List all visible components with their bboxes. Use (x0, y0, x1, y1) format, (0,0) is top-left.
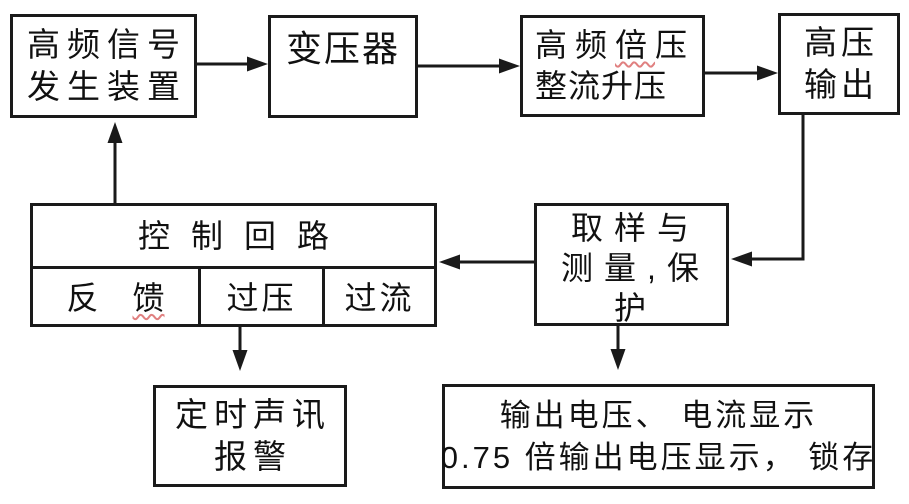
feedback-misspell: 馈 (132, 279, 165, 316)
hv-output-line1: 高压 (804, 23, 878, 61)
box-transformer: 变压器 (268, 15, 418, 118)
sampling-line2: 测量,保 (561, 250, 710, 286)
sampling-line1: 取样与 (570, 210, 700, 246)
alarm-line2: 报警 (214, 438, 292, 475)
hv-output-line2: 输出 (804, 66, 878, 103)
arrow-overvoltage-to-alarm (232, 327, 248, 371)
cell-overvoltage: 过压 (198, 269, 325, 327)
arrow-sampling-to-control (439, 254, 534, 270)
box-sampling-measurement-protection: 取样与 测量,保 护 (534, 203, 729, 326)
doubler-line1-pre: 高频 (535, 27, 616, 64)
doubler-line1-misspell: 倍 (615, 27, 656, 64)
doubler-line2: 整流升压 (535, 68, 668, 104)
arrow-signal-to-transformer (197, 56, 268, 72)
control-loop-cells: 反 馈 过压 过流 (33, 266, 434, 327)
hf-signal-line2: 发生装置 (27, 68, 187, 105)
transformer-label: 变压器 (285, 28, 400, 69)
doubler-line1-post: 压 (655, 27, 696, 64)
arrow-hvoutput-to-sampling (731, 115, 805, 267)
doubler-line1: 高频倍压 (535, 25, 695, 66)
cell-feedback: 反 馈 (33, 269, 198, 327)
arrow-sampling-to-display (610, 326, 626, 370)
box-voltage-current-display: 输出电压、 电流显示 0.75 倍输出电压显示， 锁存 (440, 384, 877, 489)
box-timed-audio-alarm: 定时声讯 报警 (153, 385, 347, 487)
sampling-line3-clipped: 护 (613, 290, 657, 326)
arrow-transformer-to-doubler (418, 58, 520, 74)
box-voltage-doubler-rectifier: 高频倍压 整流升压 (520, 15, 705, 117)
arrow-doubler-to-hvoutput (705, 65, 778, 81)
control-loop-title: 控制回路 (137, 217, 350, 254)
box-hf-signal-generator: 高频信号 发生装置 (10, 14, 197, 118)
feedback-text: 反 (66, 279, 99, 316)
cell-overcurrent: 过流 (344, 279, 415, 316)
alarm-line1: 定时声讯 (175, 395, 331, 433)
display-line1: 输出电压、 电流显示 (499, 397, 818, 433)
box-high-voltage-output: 高压 输出 (778, 13, 900, 115)
box-control-loop: 控制回路 反 馈 过压 过流 (30, 203, 437, 327)
arrow-control-to-signal (107, 122, 123, 203)
hf-signal-line1: 高频信号 (27, 25, 187, 63)
display-line2: 0.75 倍输出电压显示， 锁存 (440, 439, 877, 475)
